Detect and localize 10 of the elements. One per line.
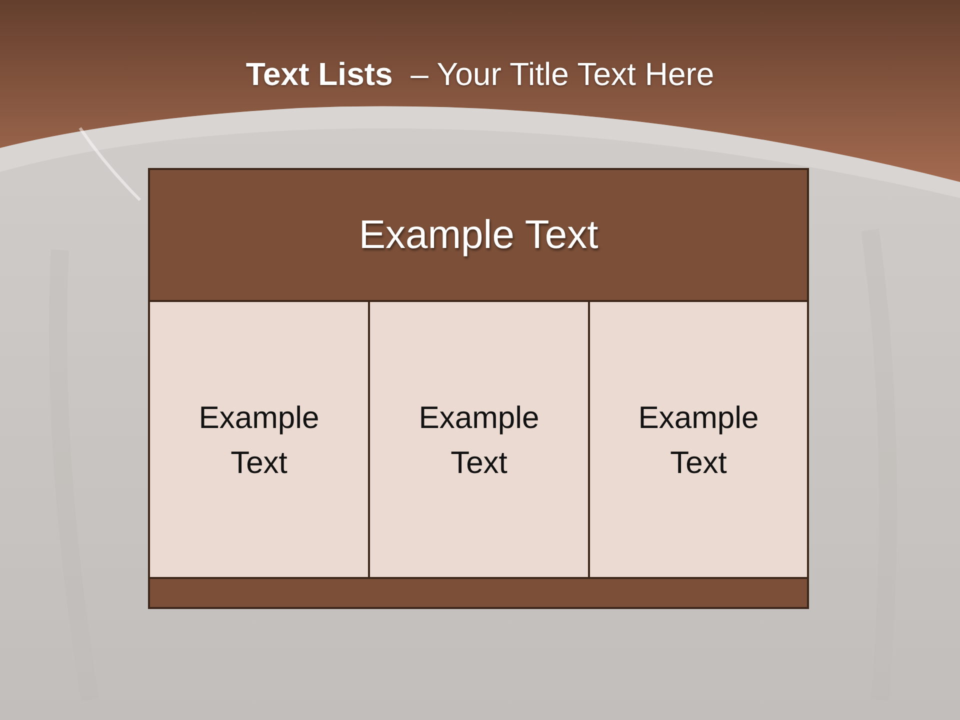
content-box [368, 300, 590, 579]
content-box [588, 300, 809, 579]
header-text: Example Text [358, 212, 598, 258]
content-box [148, 300, 370, 579]
box-text: Example Text [198, 398, 320, 482]
header-box [148, 168, 809, 302]
slide-title: Text Lists – Your Title Text Here [244, 55, 716, 94]
footer-bar [148, 577, 809, 609]
box-text: Example Text [418, 398, 540, 482]
box-text: Example Text [637, 398, 760, 482]
